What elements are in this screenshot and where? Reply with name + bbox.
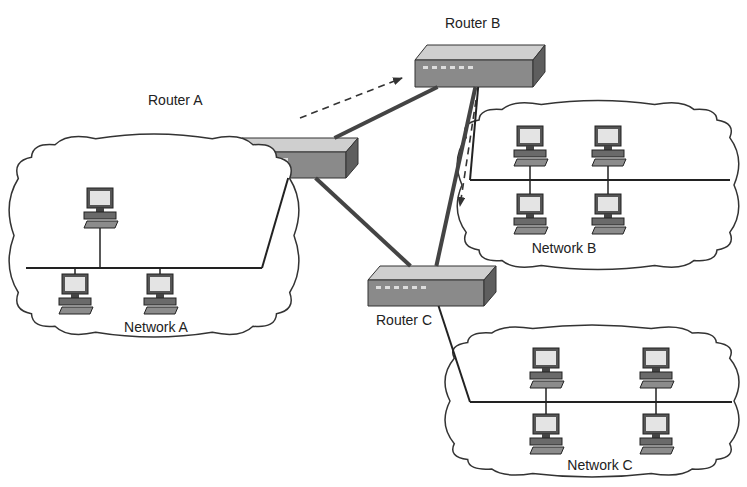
computer-icon [530,348,564,388]
computer-icon [640,414,674,454]
network-drawing [4,128,304,343]
router-device: Router C [368,266,496,306]
router-device: Router B [415,45,545,87]
network-bus [470,179,730,181]
router-label: Router B [445,15,500,31]
dashed-arrow [300,78,402,118]
network-cloud: Network A [4,128,304,343]
router-label: Router C [376,312,432,328]
network-cloud: Network B [452,94,744,276]
network-cloud [457,101,739,270]
network-cloud: Network C [440,318,744,484]
network-link [262,178,288,268]
computer-icon [514,126,548,166]
network-cloud [445,325,739,477]
computer-icon [59,274,93,314]
network-bus [470,401,732,403]
network-label: Network C [567,457,632,473]
network-drawing [452,94,744,276]
network-label: Network B [532,240,597,256]
router-label: Router A [148,92,202,108]
computer-icon [530,414,564,454]
network-label: Network A [124,319,188,335]
computer-icon [514,194,548,234]
computer-icon [592,194,626,234]
computer-icon [640,348,674,388]
network-bus [26,267,262,269]
router-drawing [415,45,545,87]
network-cloud [9,134,299,337]
network-link [334,87,437,138]
dashed-arrow [460,100,476,206]
computer-icon [592,126,626,166]
network-link [470,87,478,180]
computer-icon [144,274,178,314]
network-link [439,306,470,402]
router-drawing [368,266,496,306]
computer-icon [84,188,118,228]
network-link [316,178,411,266]
